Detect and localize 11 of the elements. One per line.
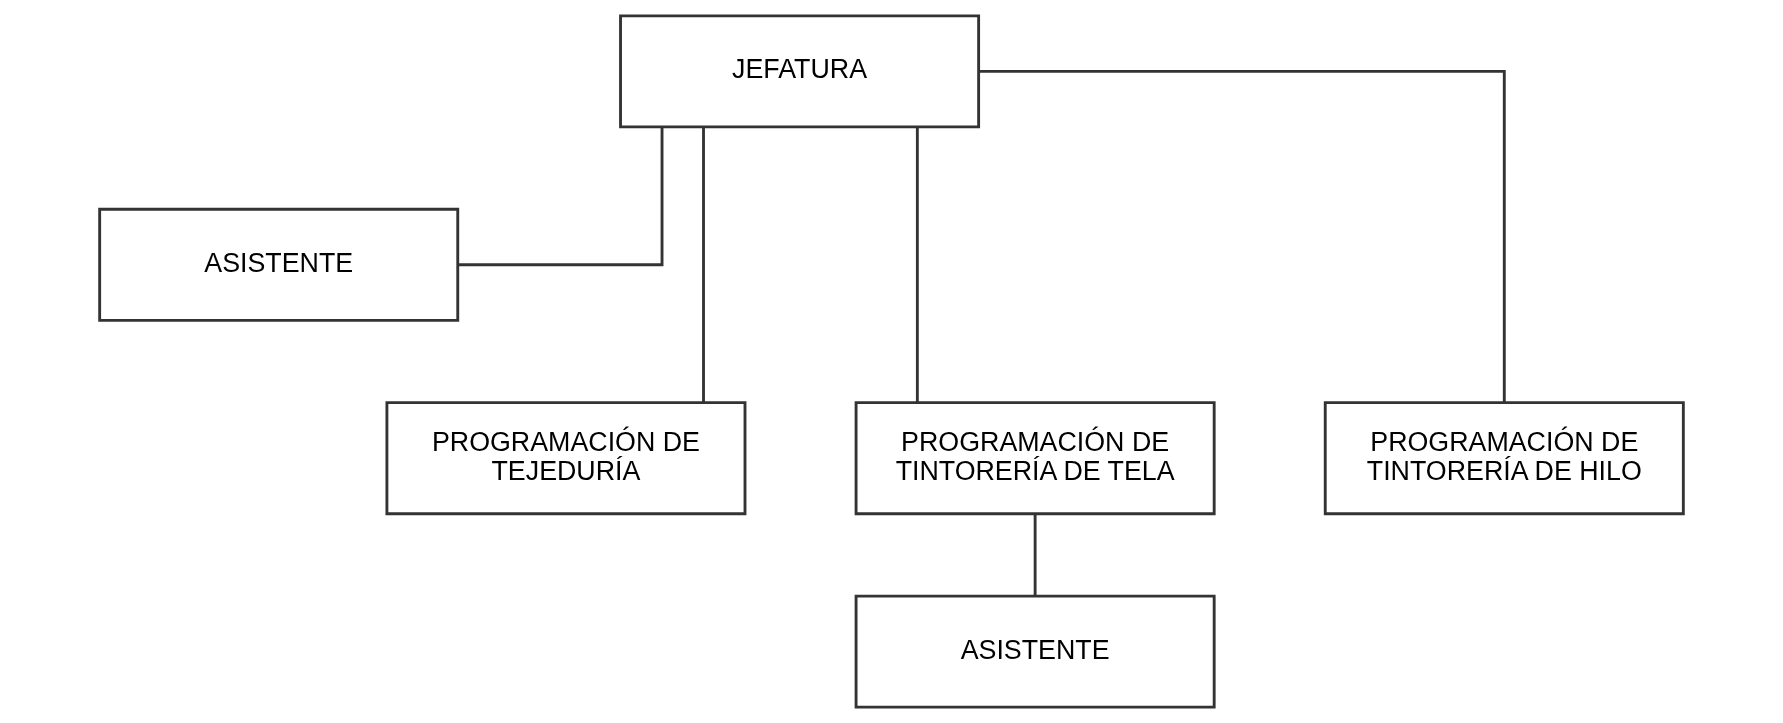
node-box: PROGRAMACIÓN DE TINTORERÍA DE TELA [854,401,1216,516]
connector [915,127,919,403]
node-box: ASISTENTE [98,207,460,322]
connector [702,127,705,403]
connector [458,127,664,267]
node-box: JEFATURA [619,14,981,129]
node-box: PROGRAMACIÓN DE TINTORERÍA DE HILO [1323,401,1685,516]
node-box: ASISTENTE [854,594,1216,709]
node-box: PROGRAMACIÓN DE TEJEDURÍA [385,401,747,516]
connector [979,69,1506,402]
connector [1033,514,1037,596]
